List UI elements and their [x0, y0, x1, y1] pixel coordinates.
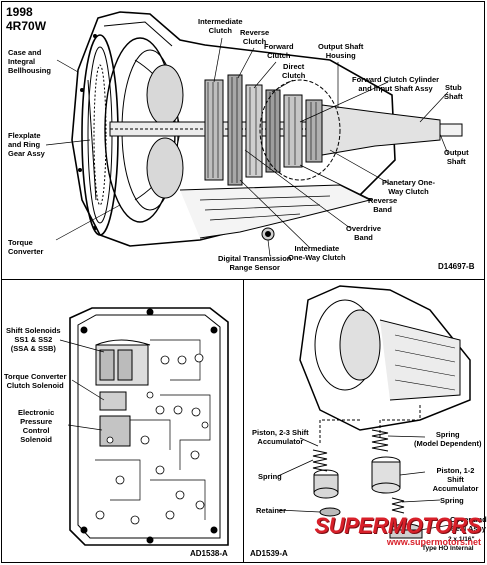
label-case-bellhousing: Case and Integral Bellhousing — [8, 48, 51, 75]
label-reverse-band: Reverse Band — [368, 196, 398, 214]
label-intermediate-clutch: Intermediate Clutch — [198, 17, 243, 35]
label-digital-range-sensor: Digital Transmission Range Sensor — [218, 254, 292, 272]
label-spring-right: Spring — [440, 496, 464, 505]
panel-divider-vertical — [243, 279, 244, 563]
label-spring-left: Spring — [258, 472, 282, 481]
label-forward-clutch: Forward Clutch — [264, 42, 294, 60]
label-spring-model: Spring (Model Dependent) — [414, 430, 482, 448]
label-cover-seal: Cover and Seal Assy — [450, 515, 487, 533]
label-retainer: Retainer — [256, 506, 287, 515]
bottom-left-figure-code: AD1538-A — [190, 549, 228, 558]
label-planetary-oneway: Planetary One- Way Clutch — [382, 178, 435, 196]
watermark-logo: SUPERMOTORS — [314, 513, 482, 538]
label-torque-converter: Torque Converter — [8, 238, 44, 256]
top-figure-code: D14697-B — [438, 262, 475, 271]
label-type-ho: Type HO Internal — [422, 545, 474, 552]
label-tcc-solenoid: Torque Converter Clutch Solenoid — [4, 372, 67, 390]
label-direct-clutch: Direct Clutch — [282, 62, 306, 80]
label-stub-shaft: Stub Shaft — [444, 83, 463, 101]
diagram-model: 4R70W — [6, 19, 47, 33]
watermark: SUPERMOTORS www.supermotors.net — [314, 513, 482, 548]
label-intermediate-oneway: Intermediate One-Way Clutch — [288, 244, 346, 262]
label-piston-23: Piston, 2-3 Shift Accumulator — [252, 428, 309, 446]
watermark-url: www.supermotors.net — [386, 537, 481, 547]
label-output-shaft: Output Shaft — [444, 148, 469, 166]
label-piston-12: Piston, 1-2 Shift Accumulator — [432, 466, 479, 493]
label-reverse-clutch: Reverse Clutch — [240, 28, 270, 46]
label-overdrive-band: Overdrive Band — [346, 224, 382, 242]
bottom-right-figure-code: AD1539-A — [250, 549, 288, 558]
label-flexplate: Flexplate and Ring Gear Assy — [8, 131, 45, 158]
label-epc-solenoid: Electronic Pressure Control Solenoid — [18, 408, 55, 444]
label-snap-ring: 2 x 1/16" — [448, 536, 475, 543]
label-output-shaft-housing: Output Shaft Housing — [318, 42, 364, 60]
label-shift-solenoids: Shift Solenoids SS1 & SS2 (SSA & SSB) — [6, 326, 61, 353]
label-forward-clutch-cylinder: Forward Clutch Cylinder and Input Shaft … — [352, 75, 440, 93]
diagram-year: 1998 — [6, 5, 33, 19]
